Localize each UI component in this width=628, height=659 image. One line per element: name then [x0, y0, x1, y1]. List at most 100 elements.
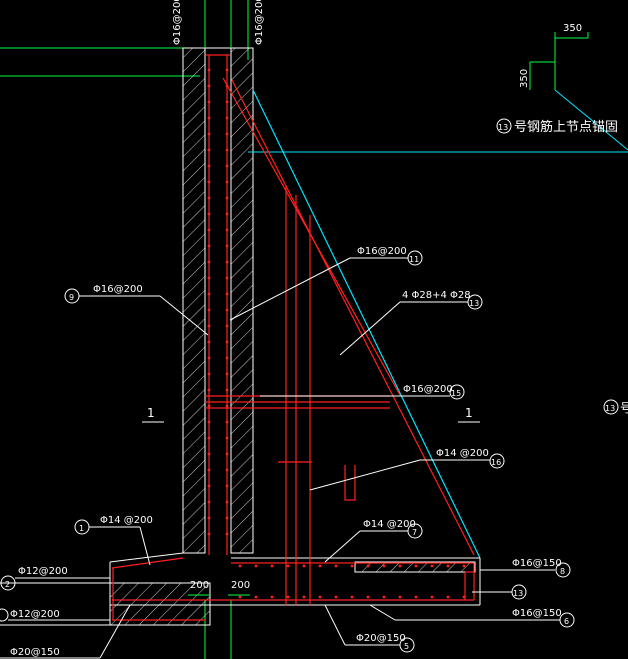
rebar-dot: [446, 564, 450, 568]
callout-13b: 13: [472, 584, 527, 600]
rebar-dot: [225, 84, 229, 88]
callout-4: Φ20@150: [0, 604, 131, 659]
rebar-dot: [225, 308, 229, 312]
rebar-dot: [225, 516, 229, 520]
wall-stem: [182, 47, 254, 554]
callout-16: Φ14 @200 16: [309, 448, 505, 491]
callout-1-num: 1: [79, 524, 84, 533]
rebar-dot: [302, 564, 306, 568]
rebar-dot: [225, 212, 229, 216]
rebar-dot: [207, 500, 211, 504]
rebar-dot: [207, 404, 211, 408]
detail-dim-vertical: 350: [519, 69, 530, 88]
top-reference-lines: [0, 0, 249, 77]
rebar-dot: [225, 132, 229, 136]
section-marks: 1 1: [142, 406, 480, 423]
callout-13-num: 13: [469, 299, 479, 308]
rebar-dot: [462, 595, 466, 599]
callout-16-text: Φ14 @200: [436, 448, 489, 459]
rebar-dot: [225, 324, 229, 328]
rebar-dot: [225, 436, 229, 440]
rebar-dot: [334, 595, 338, 599]
rebar-dot: [207, 100, 211, 104]
callout-1-text: Φ14 @200: [100, 515, 153, 526]
callout-9: 9 Φ16@200: [64, 284, 209, 336]
callout-9-num: 9: [69, 293, 74, 302]
callout-8-text: Φ16@150: [512, 558, 562, 569]
callout-15-text: Φ16@200: [403, 384, 453, 395]
rebar-dot: [225, 100, 229, 104]
rebar-dot: [238, 564, 242, 568]
rebar-dot: [207, 196, 211, 200]
rebar-dot: [207, 516, 211, 520]
callout-16-num: 16: [491, 458, 501, 467]
callout-11-text: Φ16@200: [357, 246, 407, 257]
anchor-detail: 350 350 13 号钢筋上节点锚固: [496, 23, 628, 151]
rebar-dot: [225, 372, 229, 376]
callout-2-text: Φ12@200: [18, 566, 68, 577]
callout-3: Φ12@200: [0, 608, 110, 622]
rebar-dot: [207, 164, 211, 168]
rebar-dot: [207, 244, 211, 248]
rebar-dot: [207, 180, 211, 184]
rebar-dot: [366, 595, 370, 599]
rebar-dot: [207, 356, 211, 360]
callout-11-num: 11: [409, 255, 419, 264]
callout-6-num: 6: [564, 617, 569, 626]
callout-1: 1 Φ14 @200: [74, 515, 153, 566]
callout-13-text: 4 Φ28+4 Φ28: [402, 290, 471, 301]
rebar-dot: [414, 595, 418, 599]
rebar-dot: [207, 212, 211, 216]
rebar-dot: [225, 116, 229, 120]
rebar-dot: [225, 164, 229, 168]
rebar-dot: [225, 180, 229, 184]
rebar-dot: [225, 276, 229, 280]
detail-title: 号钢筋上节点锚固: [514, 119, 618, 135]
callout-13: 4 Φ28+4 Φ28 13: [339, 290, 483, 356]
rebar-dot: [286, 564, 290, 568]
rebar-dot: [225, 356, 229, 360]
rebars: [111, 54, 475, 621]
rebar-dot: [225, 468, 229, 472]
right-edge-text: 号: [620, 401, 628, 415]
rebar-dot: [225, 388, 229, 392]
rebar-dot: [366, 564, 370, 568]
callout-15: Φ16@200 15: [260, 384, 465, 400]
callout-7-text: Φ14 @200: [363, 519, 416, 530]
rebar-dot: [350, 564, 354, 568]
rebar-dot: [207, 372, 211, 376]
rebar-dot: [225, 484, 229, 488]
rebar-dot: [207, 340, 211, 344]
wall-guides: [204, 0, 232, 659]
dimensions: 200 200: [188, 580, 250, 596]
rebar-dot: [350, 595, 354, 599]
rebar-dot: [430, 595, 434, 599]
rebar-dot: [382, 564, 386, 568]
rebar-dot: [207, 132, 211, 136]
rebar-dot: [207, 388, 211, 392]
callout-5: Φ20@150 5: [324, 604, 415, 653]
callout-6: Φ16@150 6: [369, 604, 575, 628]
rebar-dot: [207, 436, 211, 440]
rebar-dot: [382, 595, 386, 599]
rebar-dot: [207, 68, 211, 72]
rebar-dot: [225, 68, 229, 72]
rebar-dot: [207, 468, 211, 472]
top-label-right: Φ16@200: [254, 0, 265, 45]
rebar-dot: [318, 564, 322, 568]
callout-5-num: 5: [404, 642, 409, 651]
top-label-left: Φ16@200: [172, 0, 183, 45]
section-mark-left: 1: [147, 406, 155, 420]
callout-9-text: Φ16@200: [93, 284, 143, 295]
rebar-dot: [225, 404, 229, 408]
callout-7: Φ14 @200 7: [324, 519, 423, 563]
callout-7-num: 7: [412, 528, 417, 537]
rebar-dot: [207, 484, 211, 488]
detail-circle-num: 13: [498, 123, 508, 132]
callout-8: Φ16@150 8: [480, 558, 571, 578]
rebar-dot: [207, 324, 211, 328]
dim-left: 200: [190, 580, 209, 591]
counterfort: [248, 89, 628, 559]
rebar-dot: [398, 564, 402, 568]
rebar-dot: [207, 148, 211, 152]
